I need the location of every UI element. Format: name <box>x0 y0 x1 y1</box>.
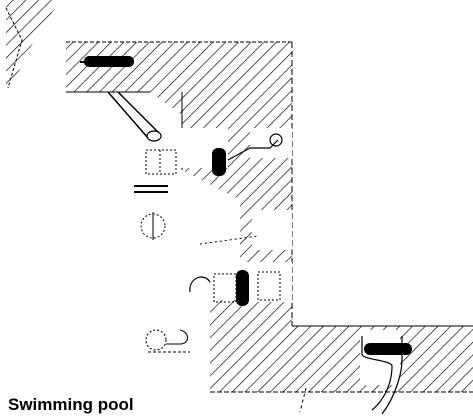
flow-arrow-middle <box>236 270 249 306</box>
fitting-right-upper <box>227 133 283 161</box>
fitting-lower-left <box>145 329 190 353</box>
flow-arrow-bottom <box>364 343 412 355</box>
diagonal-pipe <box>107 91 162 142</box>
flow-arrow-top <box>80 56 134 67</box>
wall-top-left <box>5 0 60 90</box>
diagram-caption: Swimming pool <box>8 395 134 414</box>
outlet-elbow <box>299 336 403 415</box>
wall-lower <box>210 325 473 393</box>
fitting-upper <box>134 149 177 240</box>
flow-arrow-upper-right <box>212 148 226 176</box>
